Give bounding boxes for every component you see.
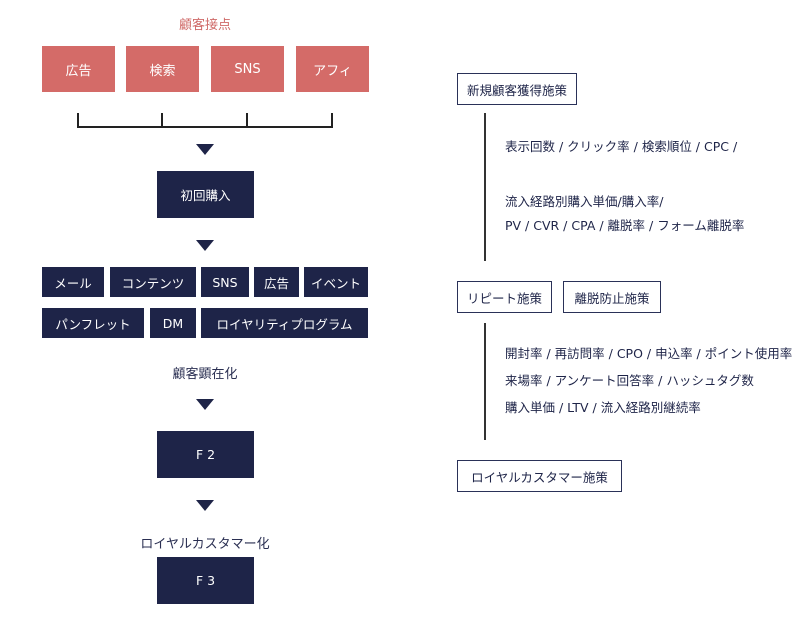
arrow-down-icon bbox=[196, 144, 214, 155]
touchpoint-ad: 広告 bbox=[42, 46, 115, 92]
loyal-label: ロイヤルカスタマー化 bbox=[140, 537, 270, 552]
channel-dm: DM bbox=[150, 308, 196, 338]
new-acquisition-box: 新規顧客獲得施策 bbox=[457, 73, 577, 105]
channel-pamphlet: パンフレット bbox=[42, 308, 144, 338]
f2-box: F 2 bbox=[157, 431, 254, 478]
new-acq-metrics-2: 流入経路別購入単価/購入率/ bbox=[505, 194, 664, 209]
touchpoint-search: 検索 bbox=[126, 46, 199, 92]
new-acq-connector bbox=[484, 113, 486, 261]
arrow-down-icon bbox=[196, 399, 214, 410]
first-purchase-box: 初回購入 bbox=[157, 171, 254, 218]
loyal-customer-box: ロイヤルカスタマー施策 bbox=[457, 460, 622, 492]
channel-sns: SNS bbox=[201, 267, 249, 297]
f3-box: F 3 bbox=[157, 557, 254, 604]
churn-prevention-box: 離脱防止施策 bbox=[563, 281, 661, 313]
repeat-metrics-2: 来場率 / アンケート回答率 / ハッシュタグ数 bbox=[505, 373, 754, 388]
new-acq-metrics-1: 表示回数 / クリック率 / 検索順位 / CPC / bbox=[505, 139, 738, 154]
manifest-label: 顧客顕在化 bbox=[172, 367, 238, 382]
new-acq-metrics-3: PV / CVR / CPA / 離脱率 / フォーム離脱率 bbox=[505, 218, 745, 233]
arrow-down-icon bbox=[196, 500, 214, 511]
channel-loyalty-program: ロイヤリティプログラム bbox=[201, 308, 368, 338]
touchpoint-sns: SNS bbox=[211, 46, 284, 92]
touchpoints-title: 顧客接点 bbox=[178, 18, 231, 33]
touchpoint-affiliate: アフィ bbox=[296, 46, 369, 92]
arrow-down-icon bbox=[196, 240, 214, 251]
repeat-metrics-1: 開封率 / 再訪問率 / CPO / 申込率 / ポイント使用率 bbox=[505, 346, 793, 361]
channel-event: イベント bbox=[304, 267, 368, 297]
channel-mail: メール bbox=[42, 267, 104, 297]
channel-ad: 広告 bbox=[254, 267, 299, 297]
repeat-metrics-3: 購入単価 / LTV / 流入経路別継続率 bbox=[505, 400, 701, 415]
repeat-box: リピート施策 bbox=[457, 281, 552, 313]
channel-content: コンテンツ bbox=[110, 267, 196, 297]
repeat-connector bbox=[484, 323, 486, 440]
